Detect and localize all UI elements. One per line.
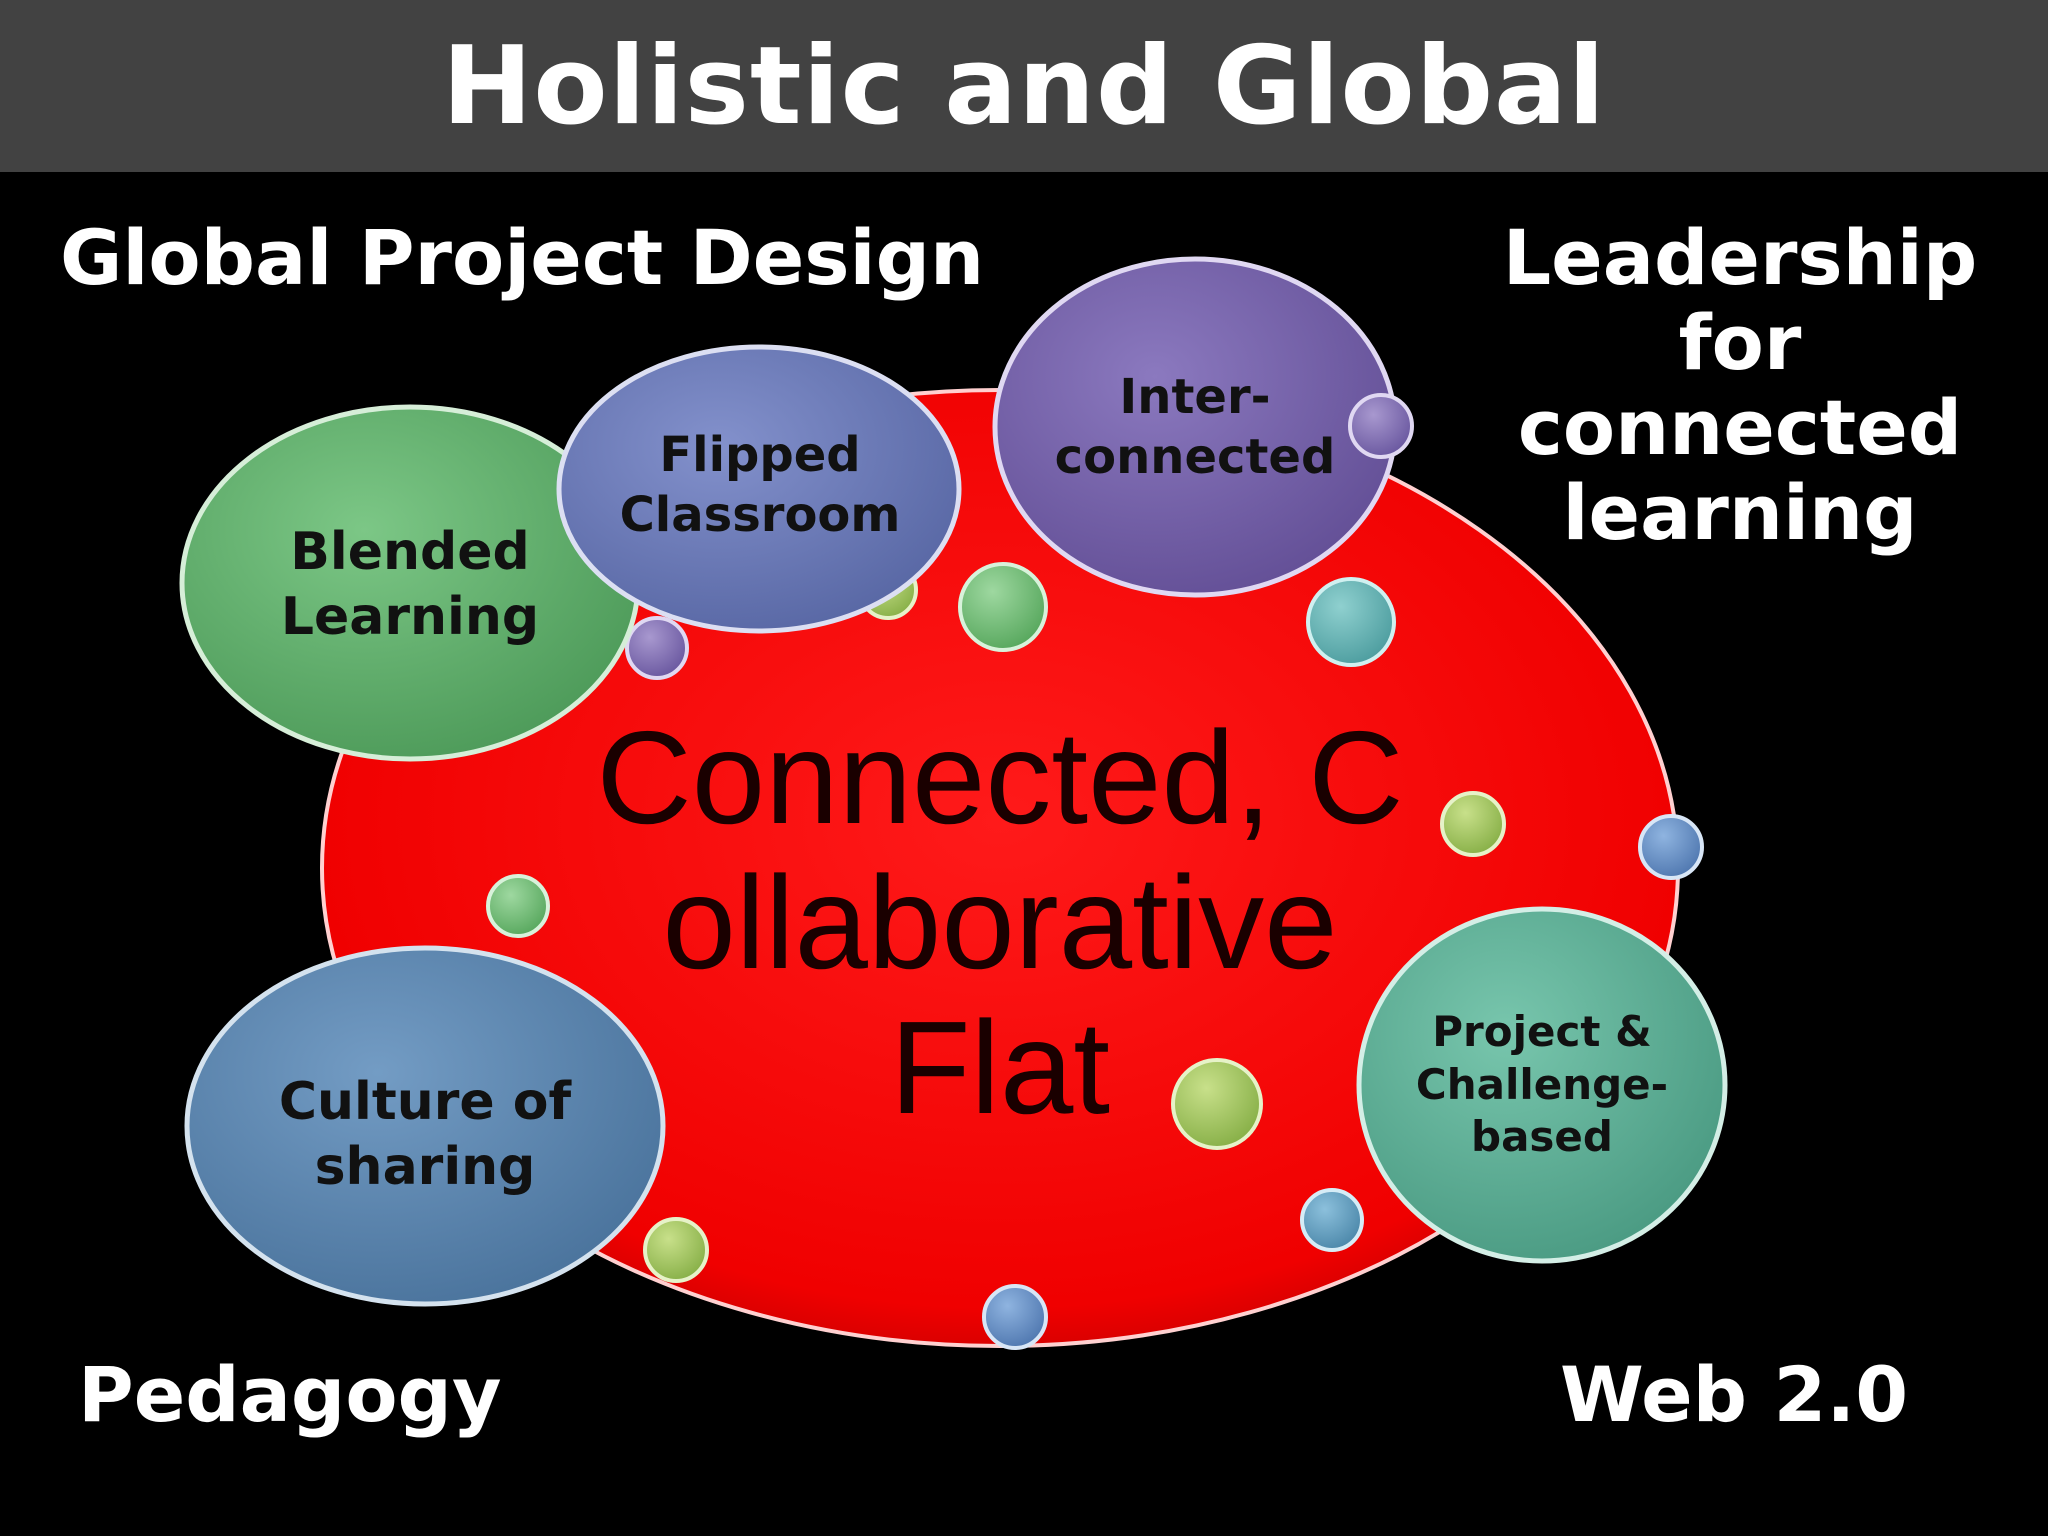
corner-global-project-design: Global Project Design (60, 213, 985, 302)
label-line: Blended (290, 522, 530, 582)
label-line: Challenge- (1415, 1059, 1669, 1109)
corner-web20: Web 2.0 (1560, 1350, 1909, 1439)
small-bubble (643, 1217, 709, 1283)
center-text-line: ollaborative (662, 849, 1338, 997)
label-line: sharing (314, 1137, 536, 1197)
bubble-flipped-classroom (556, 344, 962, 634)
bubble-project-challenge (1356, 906, 1728, 1264)
small-bubble (625, 616, 689, 680)
slide-title: Holistic and Global (442, 23, 1606, 149)
bubble-culture-of-sharing (184, 945, 666, 1307)
small-bubble (1638, 814, 1704, 880)
center-text: Connected, C ollaborative Flat (520, 705, 1480, 1141)
label-line: based (1471, 1112, 1613, 1162)
label-line: Flipped (659, 427, 861, 483)
label-line: Classroom (619, 487, 901, 543)
label-line: connected (1054, 429, 1336, 485)
corner-leadership-line: Leadership (1502, 213, 1978, 302)
label-line: Culture of (278, 1072, 572, 1132)
title-bar: Holistic and Global (0, 0, 2048, 172)
label-interconnected: Inter- connected (1045, 362, 1345, 492)
label-flipped-classroom: Flipped Classroom (600, 420, 920, 550)
label-line: Project & (1432, 1007, 1652, 1057)
label-line: Learning (280, 587, 540, 647)
small-bubble (1306, 577, 1396, 667)
small-bubble (1171, 1058, 1263, 1150)
corner-leadership-line: connected (1517, 383, 1963, 473)
label-culture-of-sharing: Culture of sharing (255, 1060, 595, 1210)
small-bubble (958, 562, 1048, 652)
small-bubble (1348, 393, 1414, 459)
label-blended-learning: Blended Learning (240, 505, 580, 665)
center-text-line: Connected, C (596, 704, 1404, 851)
corner-leadership-line: for (1678, 298, 1802, 388)
small-bubble (982, 1284, 1048, 1350)
label-line: Inter- (1119, 369, 1271, 425)
corner-pedagogy: Pedagogy (78, 1350, 502, 1439)
small-bubble (1440, 791, 1506, 857)
corner-leadership-line: learning (1562, 468, 1918, 558)
small-bubble (1300, 1188, 1364, 1252)
label-project-challenge: Project & Challenge- based (1392, 1000, 1692, 1170)
center-text-line: Flat (889, 994, 1111, 1142)
corner-leadership: Leadership for connected learning (1500, 213, 1980, 558)
small-bubble (486, 874, 550, 938)
